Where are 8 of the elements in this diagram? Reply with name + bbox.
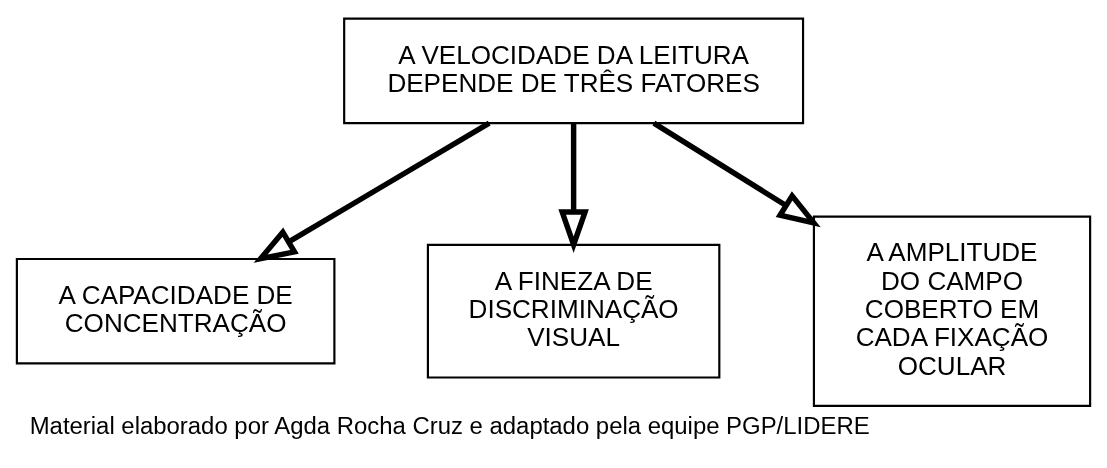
node-box: A VELOCIDADE DA LEITURA DEPENDE DE TRÊS FATORES [343,17,805,125]
node-box: A FINEZA DE DISCRIMINAÇÃO VISUAL [426,243,721,379]
arrow [253,120,491,263]
arrow [558,123,589,253]
node-box: A AMPLITUDE DO CAMPO COBERTO EM CADA FIXAÇÃO OCULAR [812,215,1092,407]
caption: Material elaborado por Agda Rocha Cruz e adaptado pela equipe PGP/LIDERE [29,411,870,439]
node-box: A CAPACIDADE DE CONCENTRAÇÃO [15,257,336,365]
arrow [652,120,821,228]
